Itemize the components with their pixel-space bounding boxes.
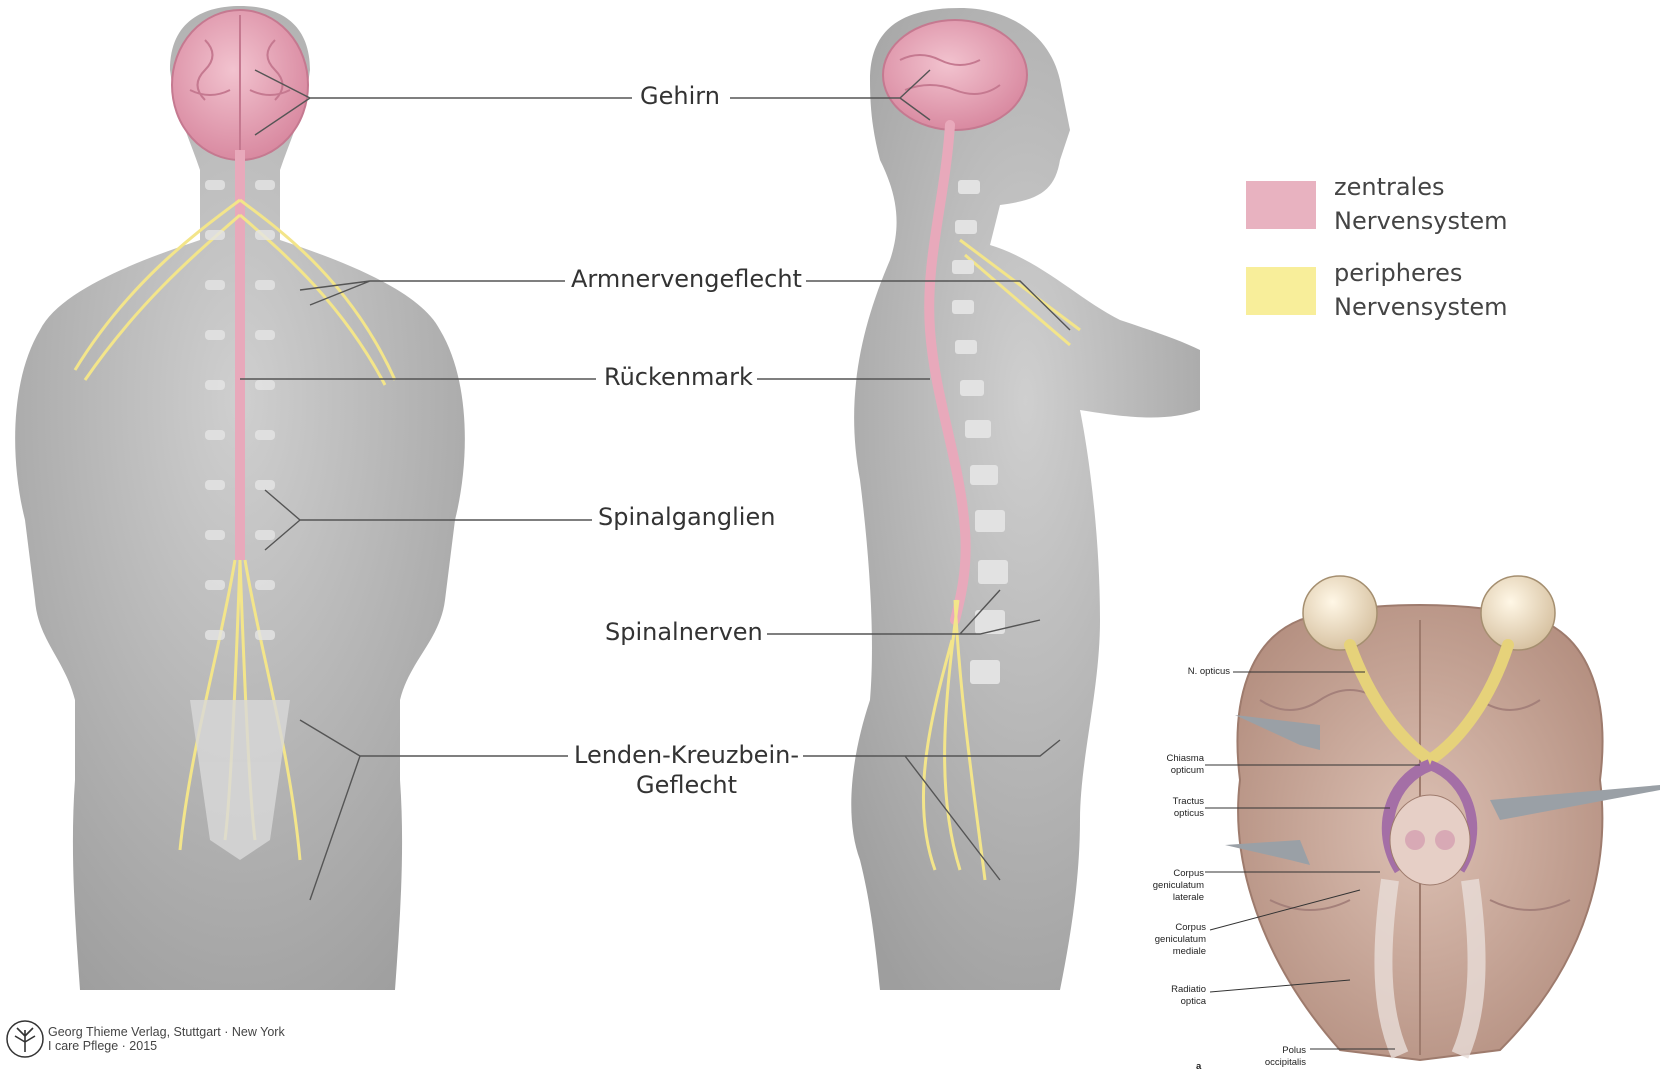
label-cgl-line1: Corpus	[1134, 868, 1204, 880]
back-spinal-cord	[235, 150, 245, 560]
label-spinalnerven: Spinalnerven	[601, 617, 767, 647]
right-eyeball	[1481, 576, 1555, 650]
brainstem	[1390, 795, 1470, 885]
label-radiatio-optica: Radiatio optica	[1150, 984, 1206, 1008]
side-brain-shape	[883, 20, 1027, 130]
label-corpus-geniculatum-laterale: Corpus geniculatum laterale	[1134, 868, 1204, 904]
label-polus-line1: Polus	[1236, 1045, 1306, 1057]
label-lenden-line1: Lenden-Kreuzbein-	[574, 740, 799, 770]
label-chiasma-line2: opticum	[1150, 765, 1204, 777]
label-polus-line2: occipitalis	[1236, 1057, 1306, 1069]
legend-swatch-central	[1246, 181, 1316, 229]
legend-swatch-peripheral	[1246, 267, 1316, 315]
legend-text-peripheral: peripheres Nervensystem	[1334, 256, 1508, 324]
label-n-opticus: N. opticus	[1170, 666, 1230, 678]
legend-peripheral-line2: Nervensystem	[1334, 290, 1508, 324]
label-armnervengeflecht: Armnervengeflecht	[567, 264, 806, 294]
label-lenden-kreuzbein-geflecht: Lenden-Kreuzbein- Geflecht	[570, 740, 803, 800]
panel-letter: a	[1196, 1061, 1206, 1073]
label-cgm-line3: mediale	[1136, 946, 1206, 958]
legend-peripheral-line1: peripheres	[1334, 256, 1508, 290]
label-gehirn: Gehirn	[636, 81, 724, 111]
side-body-shape	[851, 8, 1200, 990]
label-rueckenmark: Rückenmark	[600, 362, 757, 392]
label-polus-occipitalis: Polus occipitalis	[1236, 1045, 1306, 1069]
label-chiasma-opticum: Chiasma opticum	[1150, 753, 1204, 777]
label-tractus-line2: opticus	[1150, 808, 1204, 820]
brain-base-view	[1205, 576, 1660, 1060]
label-chiasma-line1: Chiasma	[1150, 753, 1204, 765]
label-corpus-geniculatum-mediale: Corpus geniculatum mediale	[1136, 922, 1206, 958]
label-radiatio-line1: Radiatio	[1150, 984, 1206, 996]
label-cgm-line2: geniculatum	[1136, 934, 1206, 946]
legend-text-central: zentrales Nervensystem	[1334, 170, 1508, 238]
label-cgm-line1: Corpus	[1136, 922, 1206, 934]
label-tractus-line1: Tractus	[1150, 796, 1204, 808]
label-lenden-line2: Geflecht	[574, 770, 799, 800]
back-view-figure	[15, 6, 465, 990]
label-cgl-line3: laterale	[1134, 892, 1204, 904]
label-cgl-line2: geniculatum	[1134, 880, 1204, 892]
credit-line1: Georg Thieme Verlag, Stuttgart · New Yor…	[48, 1025, 285, 1039]
publisher-credit: Georg Thieme Verlag, Stuttgart · New Yor…	[48, 1025, 285, 1053]
legend-central-line1: zentrales	[1334, 170, 1508, 204]
tree-logo-icon	[7, 1021, 43, 1057]
label-radiatio-line2: optica	[1150, 996, 1206, 1008]
legend-central-line2: Nervensystem	[1334, 204, 1508, 238]
side-view-figure	[851, 8, 1200, 990]
left-eyeball	[1303, 576, 1377, 650]
credit-line2: I care Pflege · 2015	[48, 1039, 285, 1053]
label-spinalganglien: Spinalganglien	[594, 502, 779, 532]
label-tractus-opticus: Tractus opticus	[1150, 796, 1204, 820]
